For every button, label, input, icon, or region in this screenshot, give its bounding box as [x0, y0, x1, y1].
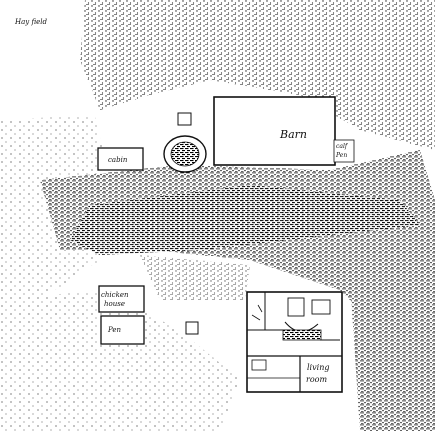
barn-label: Barn	[279, 128, 307, 141]
cabin-building	[97, 147, 144, 171]
barn-building	[213, 96, 336, 166]
cabin-label: cabin	[108, 156, 128, 164]
lower-middle-texture	[140, 255, 250, 300]
round-pond-inner	[170, 141, 200, 167]
living-room-label-line1: living	[307, 363, 329, 372]
right-edge-texture	[350, 260, 435, 431]
chicken-house	[98, 285, 145, 313]
calf-pen-label-line2: Pen	[335, 152, 347, 159]
pen-label: Pen	[107, 326, 122, 334]
calf-pen	[333, 139, 355, 163]
living-room-label-line2: room	[306, 375, 327, 384]
lower-left-texture	[0, 290, 240, 431]
pen-enclosure	[100, 315, 145, 345]
dark-road-band	[70, 185, 420, 255]
hay-field-label: Hay field	[14, 18, 48, 26]
calf-pen-label-line1: calf	[336, 143, 349, 150]
chicken-house-label-line2: house	[104, 300, 125, 308]
hay-field-texture	[80, 0, 435, 150]
small-shed	[177, 112, 192, 126]
small-outbuilding	[185, 321, 199, 335]
chicken-house-label-line1: chicken	[101, 291, 129, 299]
house-floor-plan	[246, 291, 343, 393]
